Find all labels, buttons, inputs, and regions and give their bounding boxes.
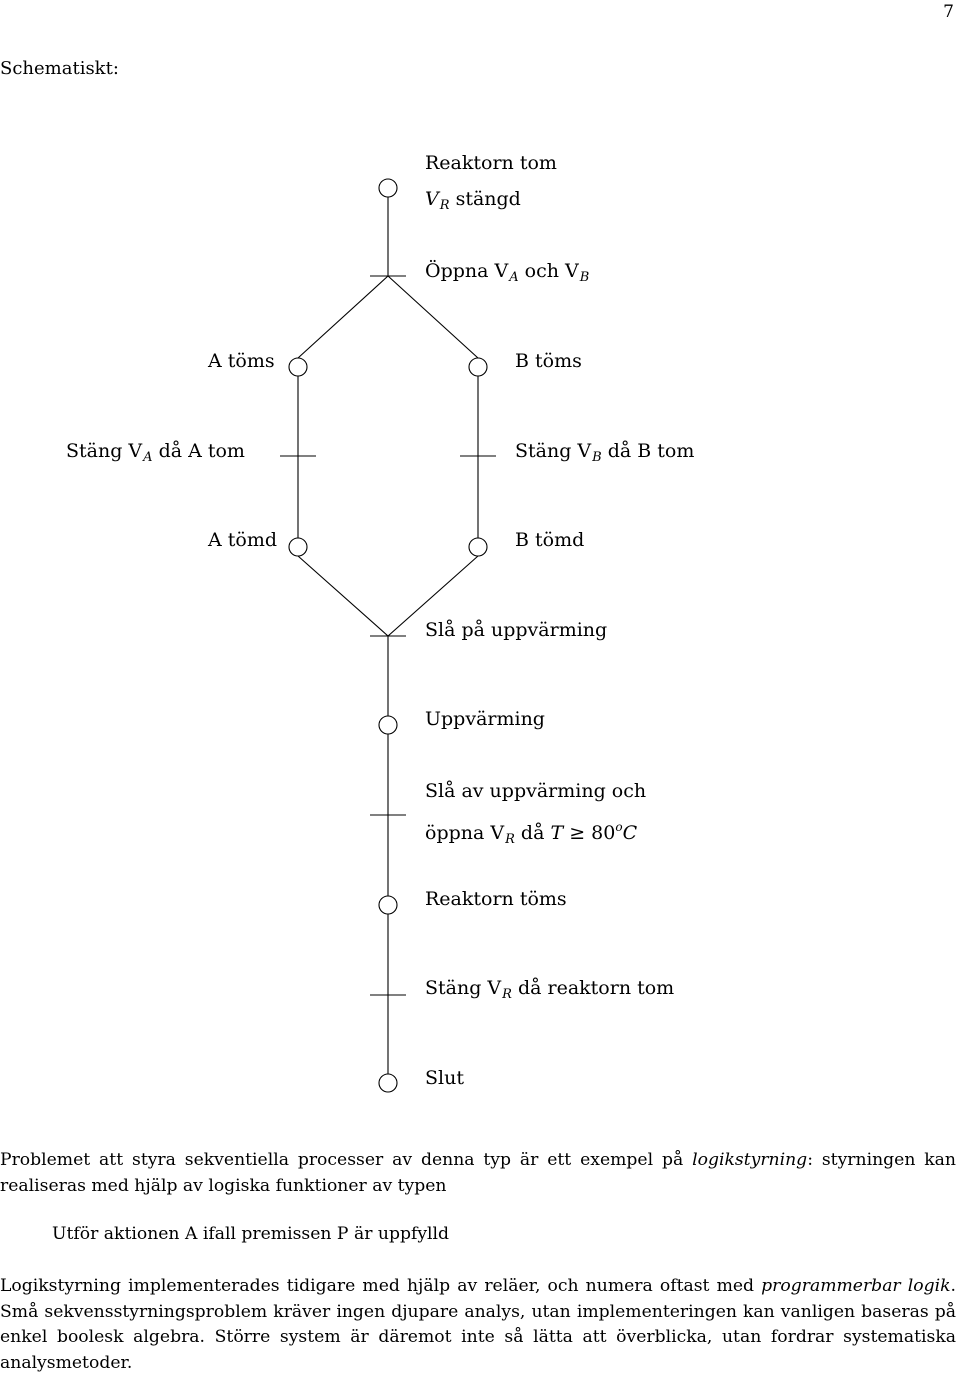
emphasis: programmerbar logik [761,1276,951,1296]
step-label-a-emptied: A tömd [208,529,278,551]
subscript: A [509,270,519,285]
superscript: o [615,820,623,834]
flow-line-split-left [297,275,389,359]
subscript: B [592,450,602,465]
transition-label-heating-off-line1: Slå av uppvärming och [425,780,647,802]
step-label-heating: Uppvärming [425,708,545,730]
text: då [514,822,551,844]
paragraph-2: Logikstyrning implementerades tidigare m… [0,1274,956,1377]
subscript: A [143,450,153,465]
step-node-b-emptying [468,357,488,377]
step-node-a-emptied [288,537,308,557]
flow-line-merge-left [297,555,389,637]
transition-label-open: Öppna VA och VB [425,260,589,289]
subscript: B [579,270,590,285]
emphasis: logikstyrning [692,1150,808,1170]
transition-label-heating-off-line2: öppna VR då T ≥ 80oC [425,816,637,851]
step-label-b-emptied: B tömd [515,529,585,551]
text: då A tom [152,440,245,462]
step-node-reactor-emptying [378,895,398,915]
step-label-reactor-emptying: Reaktorn töms [425,888,567,910]
text: Problemet att styra sekventiella process… [0,1150,693,1170]
text: öppna V [425,822,505,844]
rule-statement: Utför aktionen A ifall premissen P är up… [52,1224,450,1244]
step-label-b-emptying: B töms [515,350,582,372]
text: : styrningen kan realiseras med hjälp av… [0,1150,957,1196]
text: och V [518,260,579,282]
transition-label-close-r: Stäng VR då reaktorn tom [425,977,674,1006]
step-label-a-emptying: A töms [208,350,275,372]
step-node-a-emptying [288,357,308,377]
text: Stäng V [425,977,502,999]
text: . Små sekvensstyrningsproblem kräver ing… [0,1276,956,1374]
text: då B tom [601,440,695,462]
transition-label-close-a: Stäng VA då A tom [66,440,245,469]
flow-line-split-right [387,275,479,359]
text: ≥ 80 [563,822,616,844]
transition-label-close-b: Stäng VB då B tom [515,440,694,469]
subscript: R [502,987,512,1002]
subscript: R [439,198,450,213]
subscript: R [505,832,515,847]
step-node-end [378,1073,398,1093]
step-node-b-emptied [468,537,488,557]
flow-line-merge-right [387,555,479,637]
text: Öppna V [425,260,509,282]
unit-c: C [622,822,638,844]
var-t: T [550,822,564,844]
text: Logikstyrning implementerades tidigare m… [0,1276,762,1296]
text: stängd [449,188,521,210]
step-node-start [378,178,398,198]
section-label: Schematiskt: [0,58,119,79]
var-v: V [425,188,439,210]
step-label-end: Slut [425,1067,464,1089]
paragraph-1: Problemet att styra sekventiella process… [0,1148,956,1199]
transition-label-heating-on: Slå på uppvärming [425,619,608,641]
text: Stäng V [515,440,592,462]
step-node-heating [378,715,398,735]
page-number: 7 [943,2,954,22]
step-label-start-line1: Reaktorn tom [425,152,557,174]
text: då reaktorn tom [511,977,675,999]
text: Stäng V [66,440,143,462]
step-label-start-line2: VR stängd [425,188,521,217]
